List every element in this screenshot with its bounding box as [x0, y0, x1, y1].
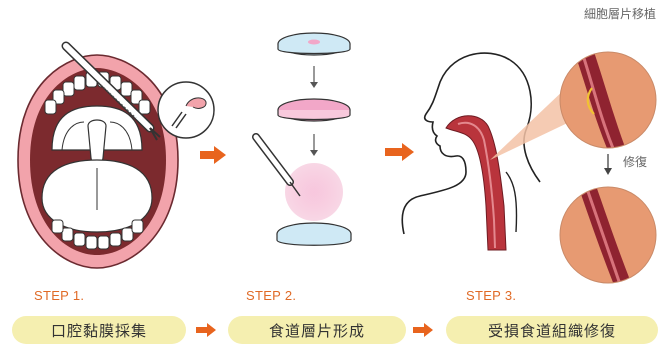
syringe-icon [256, 137, 300, 196]
down-arrow-icon [310, 66, 318, 88]
step-3-label: 受損食道組織修復 [446, 316, 658, 344]
step-2-label: 食道層片形成 [228, 316, 406, 344]
down-arrow-icon [310, 134, 318, 156]
repair-label: 修復 [623, 153, 647, 170]
cell-sheet-glow [285, 163, 343, 221]
petri-dish-icon [277, 223, 351, 245]
right-arrow-icon [413, 323, 433, 337]
step-2-label-text: 食道層片形成 [269, 320, 365, 341]
petri-dish-icon [278, 99, 350, 121]
right-arrow-icon [196, 323, 216, 337]
right-arrow-icon [200, 146, 226, 164]
step-1-number: STEP 1. [34, 288, 84, 303]
step-1-label-text: 口腔黏膜採集 [51, 320, 147, 341]
step-3-label-text: 受損食道組織修復 [488, 320, 616, 341]
esophagus-tissue-icon [560, 40, 656, 160]
down-arrow-icon [604, 154, 612, 175]
step-2-number: STEP 2. [246, 288, 296, 303]
step-1-label: 口腔黏膜採集 [12, 316, 186, 344]
diagram-title: 細胞層片移植 [584, 5, 656, 22]
petri-dish-icon [278, 33, 350, 55]
mouth-illustration [18, 55, 178, 268]
esophagus-icon [446, 116, 506, 250]
step-3-number: STEP 3. [466, 288, 516, 303]
right-arrow-icon [385, 143, 414, 161]
esophagus-tissue-icon [560, 180, 656, 290]
magnifier-bubble [158, 82, 214, 138]
